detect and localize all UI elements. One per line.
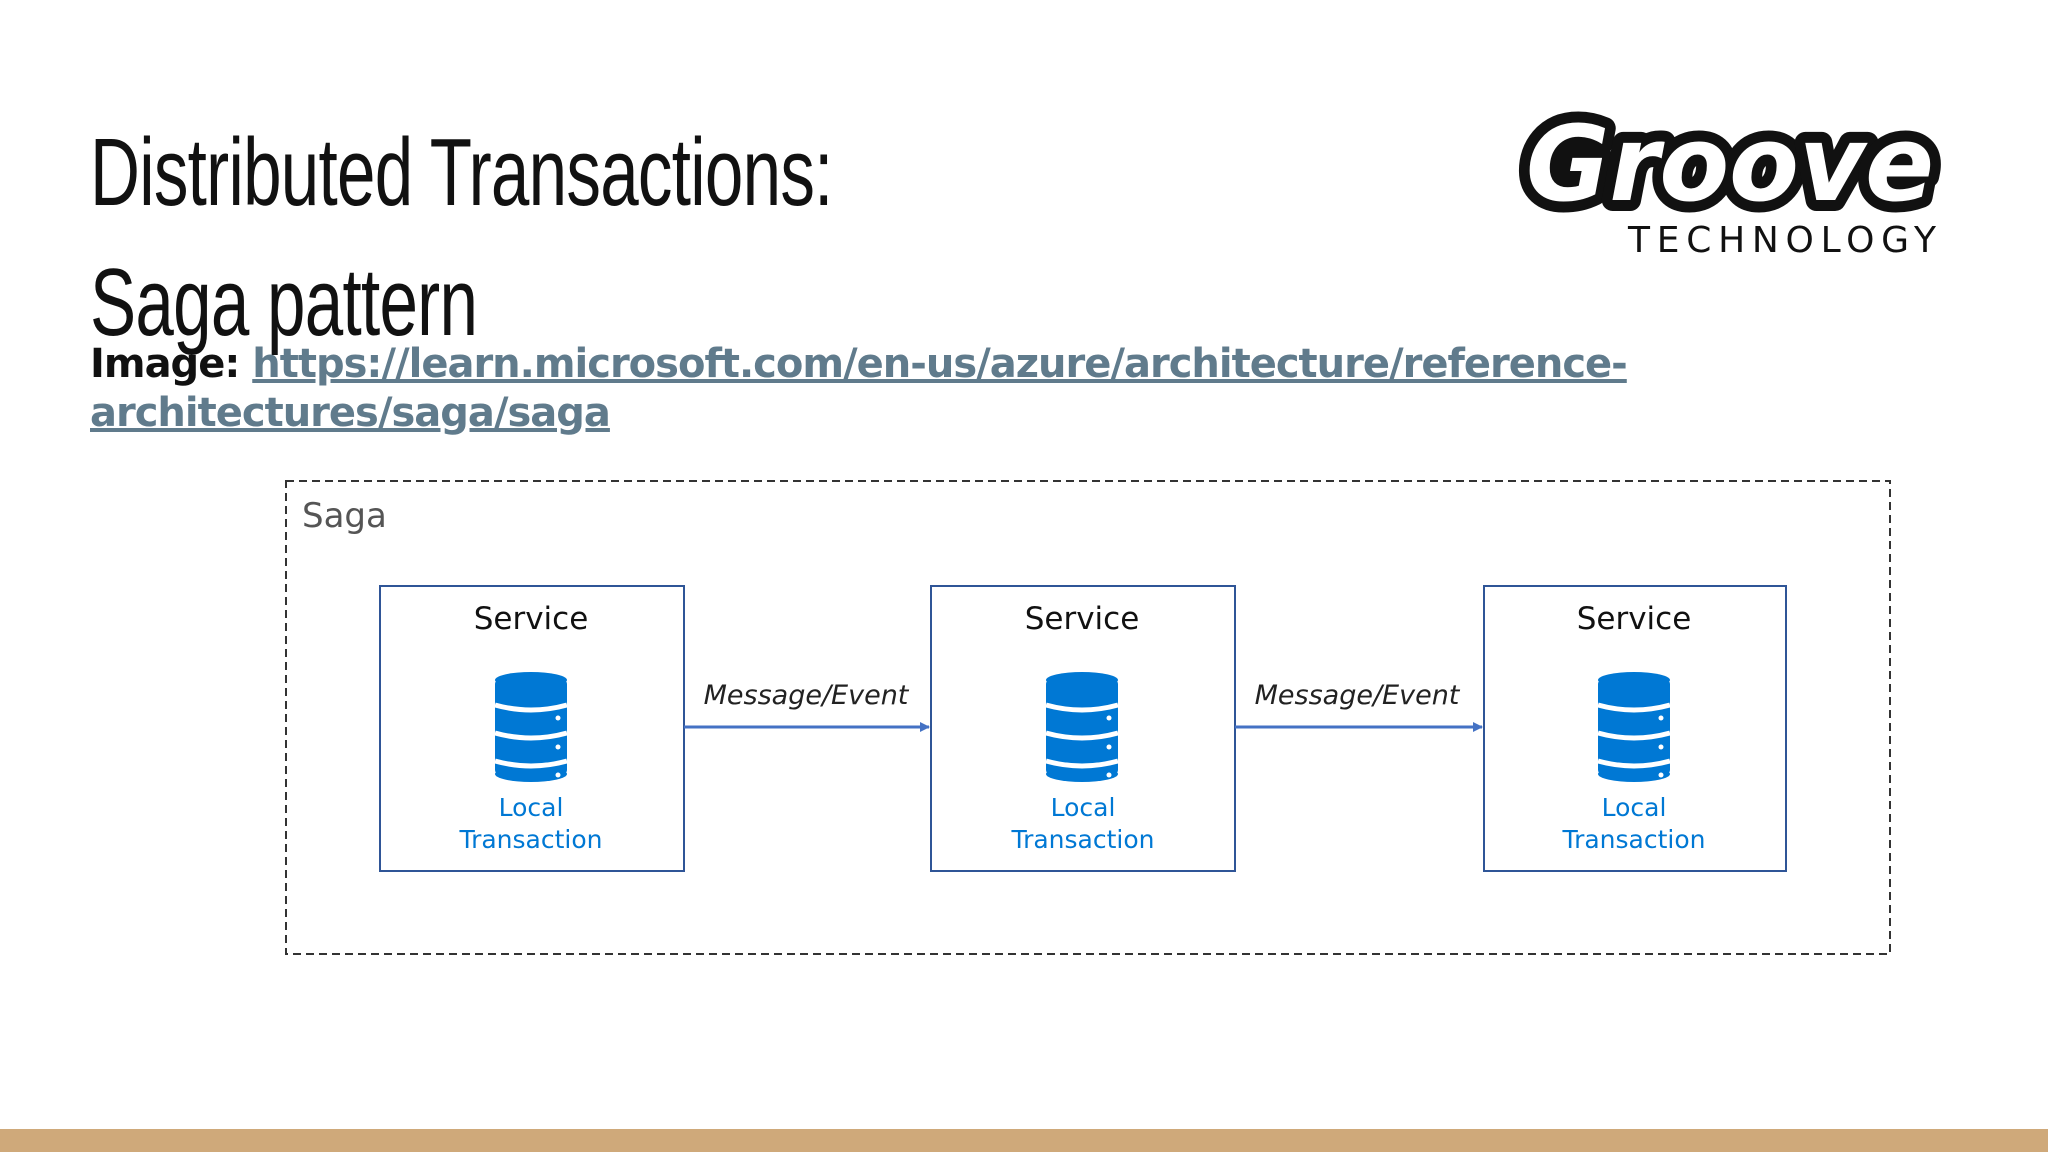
- message-arrow-2: Message/Event: [1235, 680, 1483, 732]
- service-box-3: Service Local Transaction: [1483, 585, 1787, 872]
- slide-title: Distributed Transactions: Saga pattern: [90, 108, 833, 368]
- service-box-1-label-line2: Transaction: [458, 825, 602, 854]
- service-box-2: Service Local Transaction: [930, 585, 1236, 872]
- service-box-1: Service Local Transaction: [379, 585, 685, 872]
- saga-container-label: Saga: [302, 496, 387, 536]
- source-link-line1: https://learn.microsoft.com/en-us/azure/…: [252, 341, 1628, 387]
- service-box-3-title: Service: [1577, 601, 1692, 637]
- database-icon: [495, 672, 567, 782]
- service-box-1-title: Service: [474, 601, 589, 637]
- source-link-line2: architectures/saga/saga: [90, 390, 611, 436]
- service-box-2-title: Service: [1025, 601, 1140, 637]
- bottom-accent-bar: [0, 1129, 2048, 1152]
- groove-technology-logo: Groove TECHNOLOGY: [1518, 92, 1945, 261]
- logo-wordmark: Groove: [1526, 103, 1934, 225]
- service-box-2-label-line2: Transaction: [1010, 825, 1154, 854]
- service-box-1-label-line1: Local: [499, 793, 564, 822]
- slide-title-line2: Saga pattern: [90, 249, 478, 356]
- service-box-2-label-line1: Local: [1051, 793, 1116, 822]
- database-icon: [1598, 672, 1670, 782]
- slide-title-line1: Distributed Transactions:: [90, 119, 833, 226]
- saga-container: [285, 480, 1891, 955]
- message-arrow-2-label: Message/Event: [1255, 680, 1461, 711]
- service-box-3-label-line2: Transaction: [1561, 825, 1705, 854]
- caption-label: Image:: [90, 341, 240, 387]
- source-link[interactable]: https://learn.microsoft.com/en-us/azure/…: [90, 341, 1628, 436]
- message-arrow-1: Message/Event: [684, 680, 930, 732]
- service-box-3-label-line1: Local: [1602, 793, 1667, 822]
- image-source-caption: Image: https://learn.microsoft.com/en-us…: [90, 340, 1690, 438]
- database-icon: [1046, 672, 1118, 782]
- message-arrow-1-label: Message/Event: [704, 680, 910, 711]
